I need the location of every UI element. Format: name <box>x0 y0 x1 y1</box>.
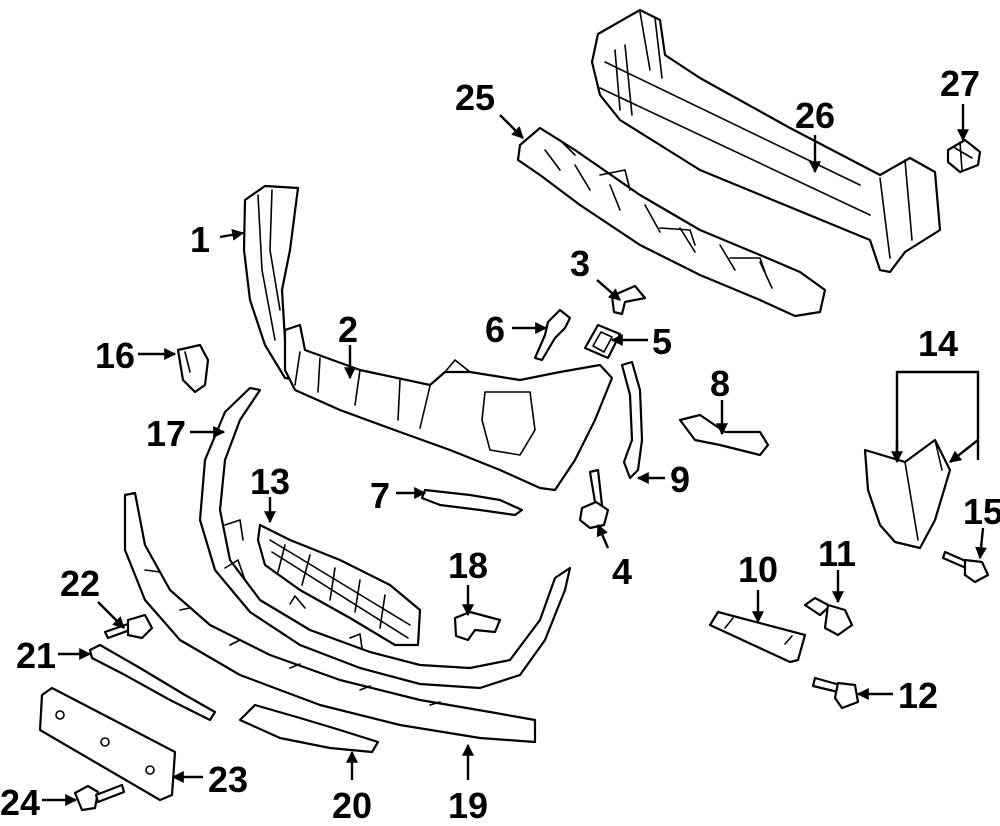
part-15-screw <box>941 550 990 584</box>
part-6-push-pin <box>533 308 572 362</box>
callout-18: 18 <box>448 545 488 586</box>
callout-13: 13 <box>250 461 290 502</box>
part-23-plate-bracket <box>38 686 177 802</box>
callout-17: 17 <box>146 413 186 454</box>
callout-11: 11 <box>818 533 856 574</box>
callout-24: 24 <box>0 782 40 823</box>
part-27-bolt <box>946 138 982 174</box>
part-19-lower-lip <box>123 491 537 744</box>
callout-6: 6 <box>485 309 505 350</box>
part-18-bracket <box>453 610 502 642</box>
callout-3: 3 <box>570 243 590 284</box>
part-17-bumper-outer <box>198 386 572 690</box>
part-22-screw <box>103 613 154 640</box>
callout-12: 12 <box>898 675 938 716</box>
part-25-energy-absorber <box>516 126 827 318</box>
callout-4: 4 <box>612 551 632 592</box>
leader-15 <box>975 527 988 560</box>
callout-2: 2 <box>338 309 358 350</box>
part-12-screw <box>811 676 860 710</box>
part-24-screw <box>73 783 126 812</box>
part-13-grille <box>256 523 422 647</box>
part-4-screw <box>578 468 610 530</box>
callout-1: 1 <box>190 219 210 260</box>
part-20-lower-trim <box>238 703 380 754</box>
callout-27: 27 <box>940 63 980 104</box>
callout-15: 15 <box>963 491 1000 532</box>
leader-4 <box>596 523 610 549</box>
part-26-reinforcement-beam <box>590 8 942 274</box>
part-10-reflector <box>708 610 807 664</box>
leader-22 <box>97 601 125 629</box>
part-11-bolt <box>803 596 854 637</box>
leader-lines <box>42 104 988 806</box>
leader-14-bracket <box>895 370 980 460</box>
callout-14: 14 <box>918 323 958 364</box>
part-3-clip <box>610 284 647 316</box>
leader-3 <box>596 279 621 301</box>
callout-16: 16 <box>95 335 135 376</box>
part-16-bracket <box>176 343 210 394</box>
callout-8: 8 <box>710 363 730 404</box>
callout-26: 26 <box>795 95 835 136</box>
part-5-pad <box>583 323 622 360</box>
leader-1 <box>219 228 245 241</box>
callout-9: 9 <box>670 459 690 500</box>
callout-7: 7 <box>370 475 390 516</box>
callout-21: 21 <box>16 635 56 676</box>
callout-5: 5 <box>652 321 672 362</box>
callout-numbers: 1 2 3 4 5 6 7 8 9 10 11 12 13 14 15 16 1… <box>0 63 1000 826</box>
callout-23: 23 <box>208 759 248 800</box>
leader-25 <box>499 114 524 139</box>
part-21-strip <box>88 643 217 722</box>
callout-10: 10 <box>738 549 778 590</box>
callout-19: 19 <box>448 785 488 826</box>
part-9-strip <box>620 360 644 480</box>
callout-22: 22 <box>60 563 100 604</box>
part-8-bracket <box>678 413 770 457</box>
part-7-trim <box>420 488 524 517</box>
part-2-bumper-upper <box>283 323 614 492</box>
part-14-deflector <box>863 438 952 550</box>
callout-20: 20 <box>332 785 372 826</box>
leader-14b <box>949 439 979 463</box>
callout-25: 25 <box>455 77 495 118</box>
